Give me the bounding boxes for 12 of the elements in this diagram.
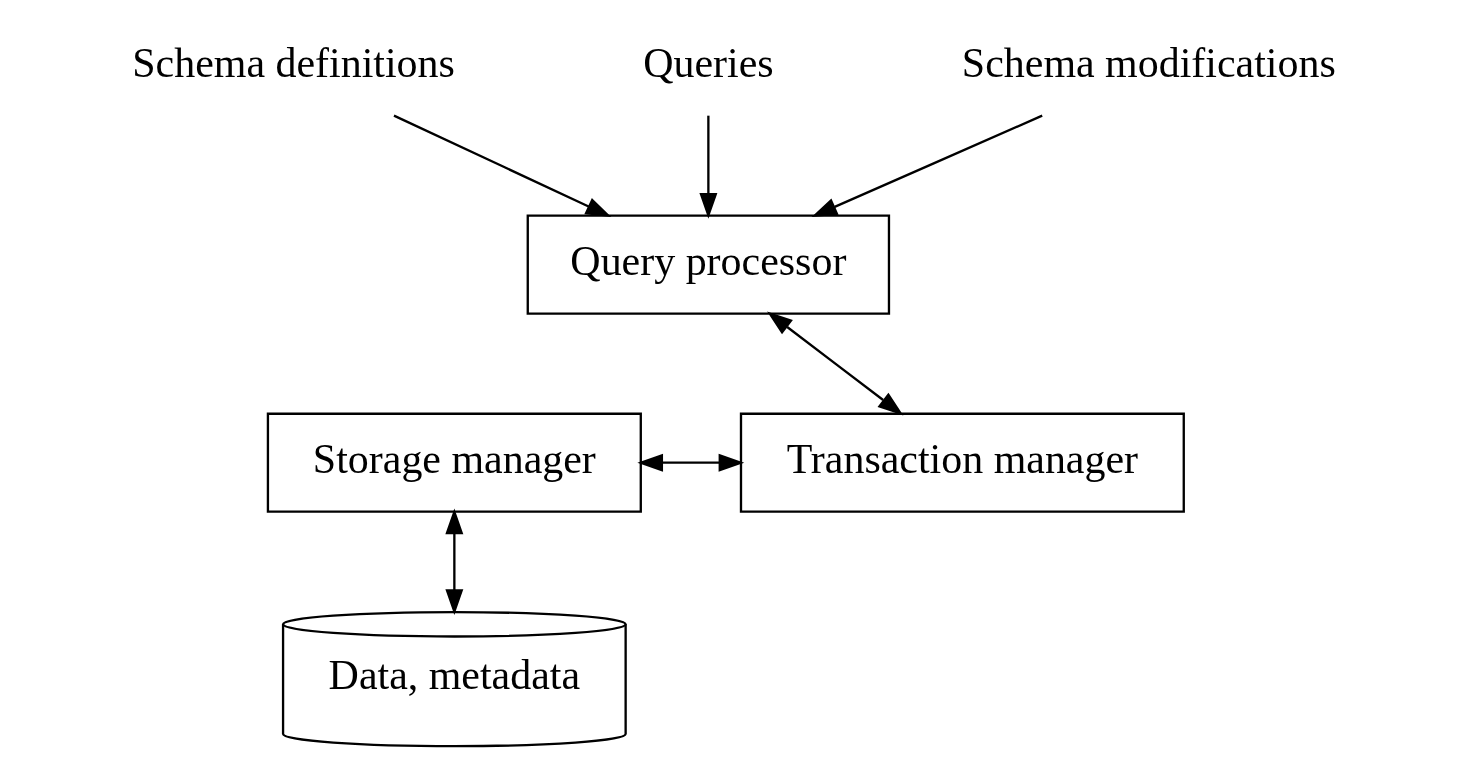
- arrow: [393, 114, 611, 218]
- node-text: Schema definitions: [131, 39, 455, 86]
- node-text: Queries: [642, 39, 774, 86]
- node-box: Transaction manager: [739, 412, 1185, 513]
- arrow: [766, 311, 903, 416]
- node-box: Storage manager: [266, 412, 642, 513]
- arrow: [444, 508, 463, 615]
- arrow: [811, 114, 1043, 217]
- arrow: [636, 453, 744, 472]
- node-box: Query processor: [526, 214, 890, 315]
- node-text: Schema modifications: [961, 39, 1336, 86]
- arrow: [698, 115, 717, 219]
